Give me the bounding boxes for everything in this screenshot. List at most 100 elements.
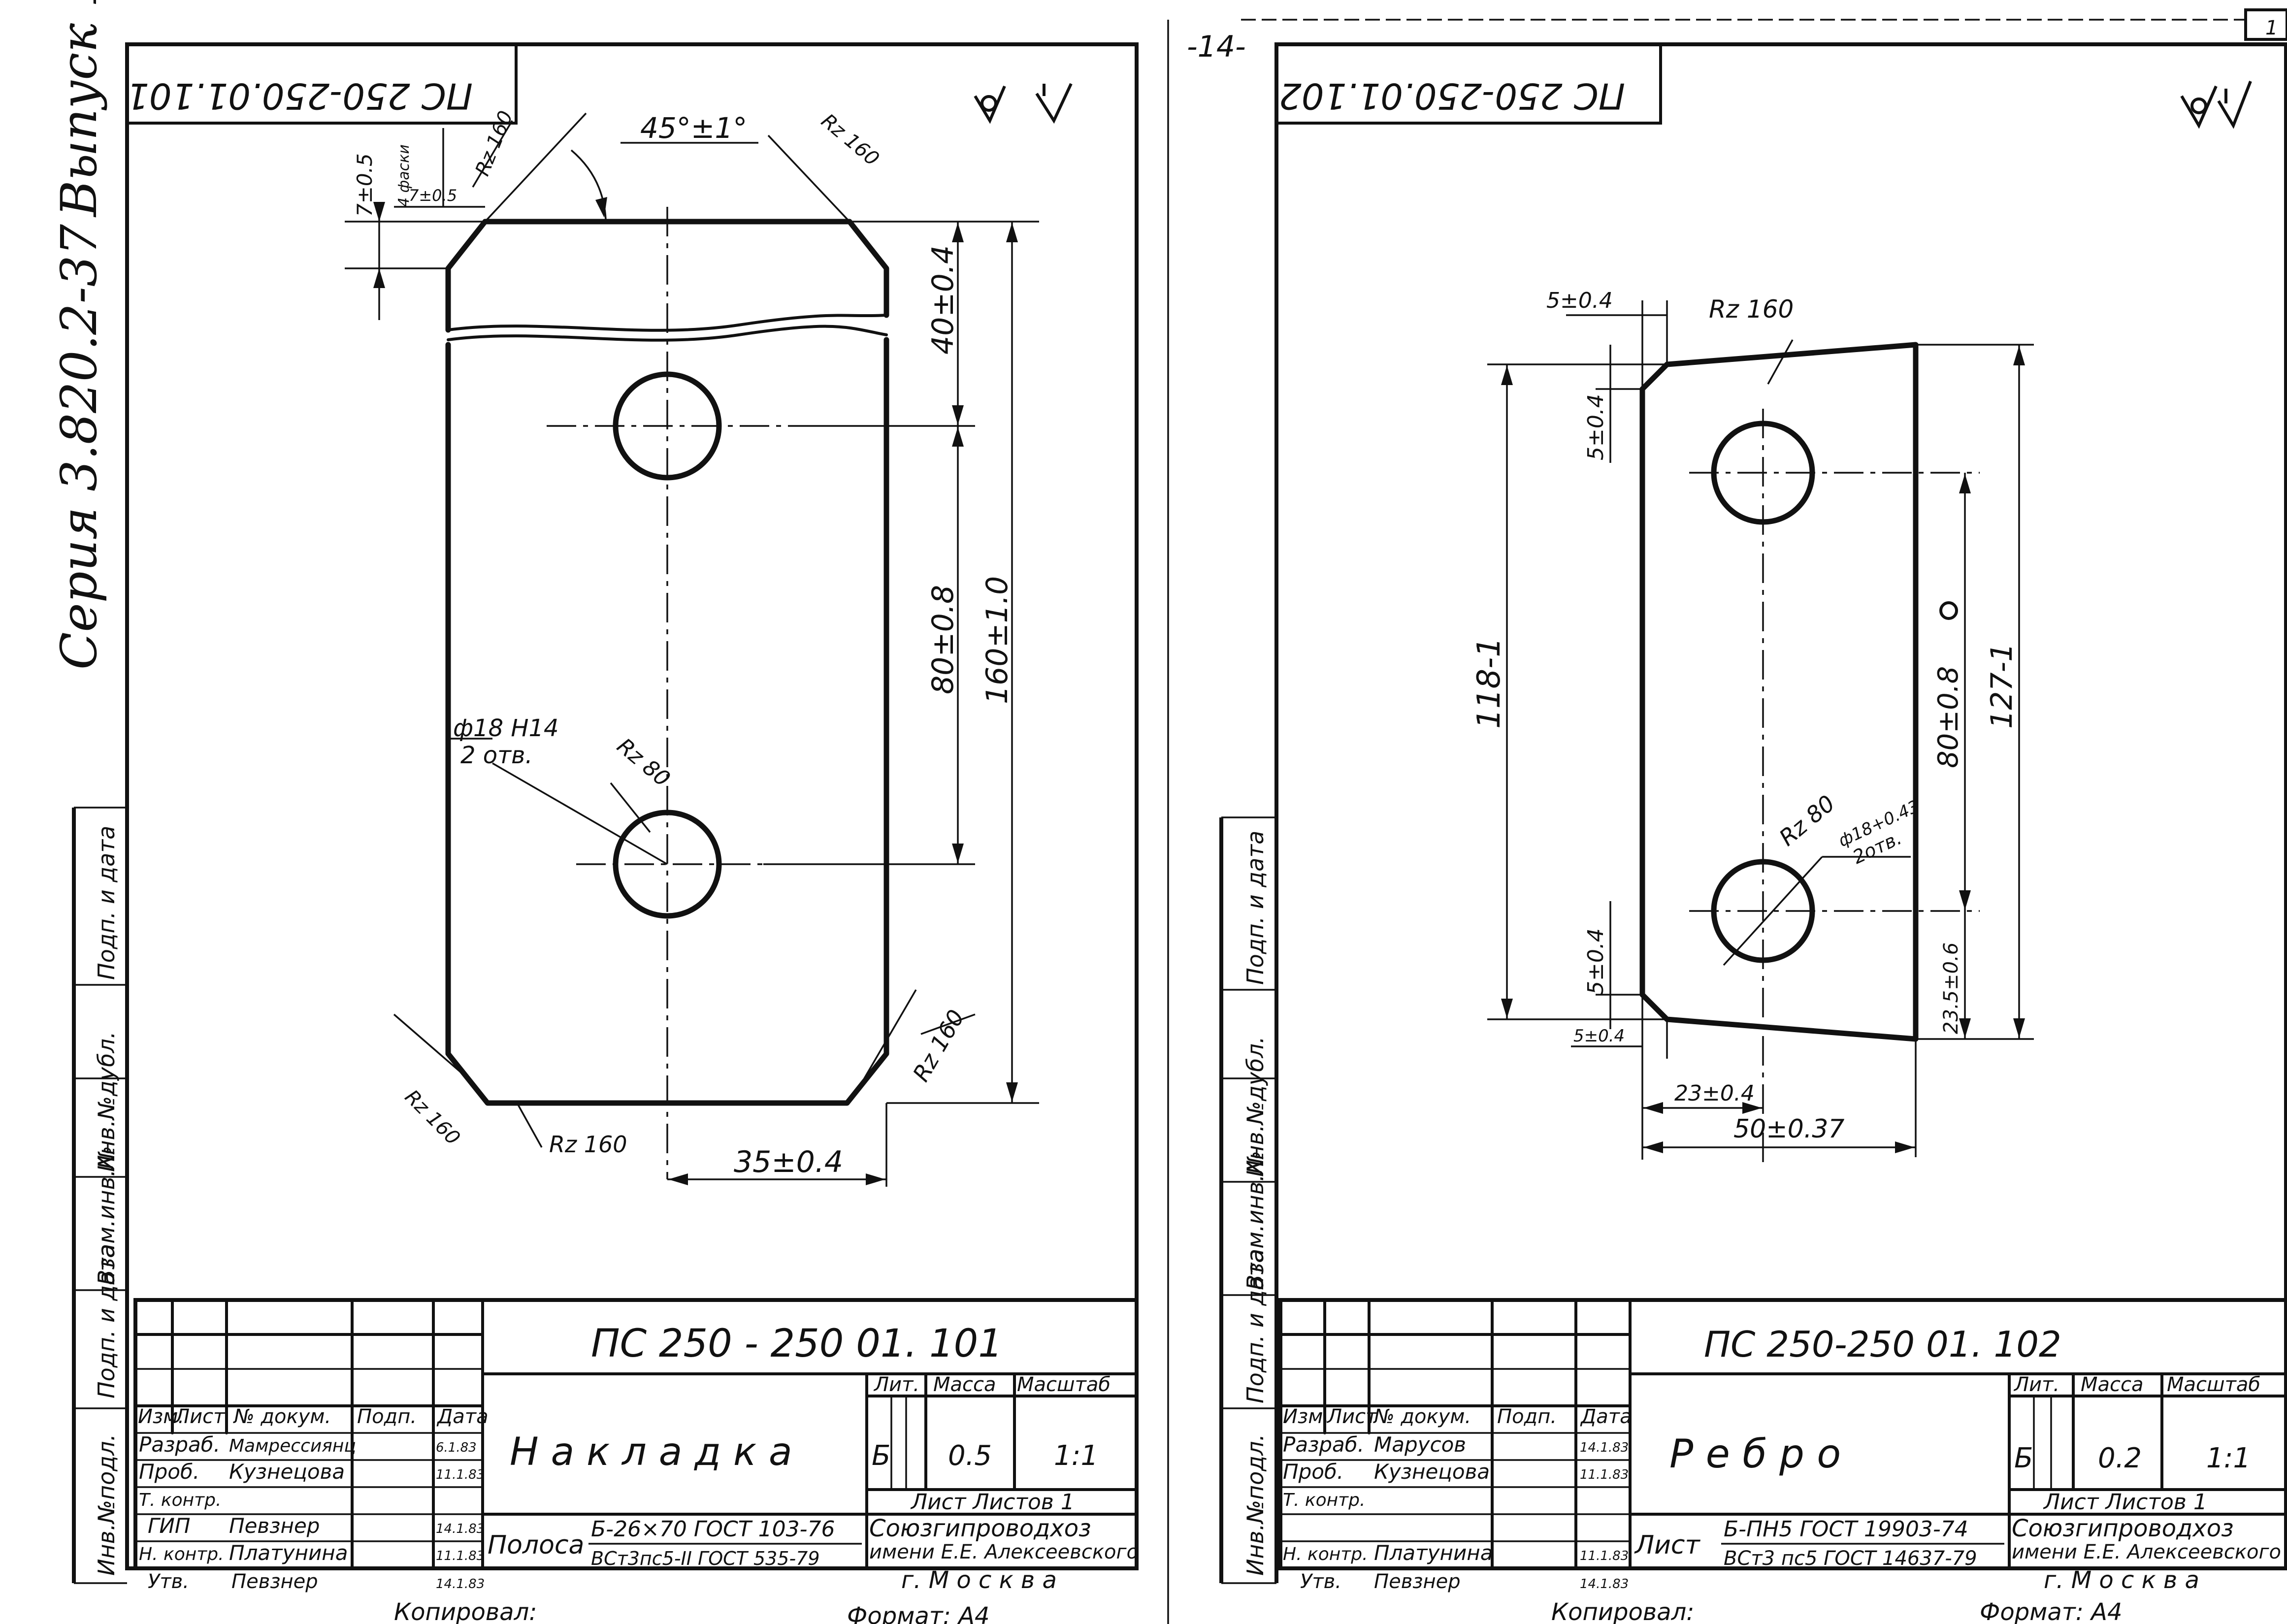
left-material-top: Б-26×70 ГОСТ 103-76 <box>591 1517 835 1542</box>
rib-arrows <box>1501 346 2025 1153</box>
field-inv-dubl: Инв.№дубл. <box>1242 1037 1269 1177</box>
right-org-2: имени Е.Е. Алексеевского <box>2012 1541 2281 1563</box>
dim-7b: 7±0.5 <box>409 186 457 205</box>
right-format: Формат: А4 <box>1980 1598 2123 1624</box>
right-row-utv-date: 14.1.83 <box>1580 1577 1629 1592</box>
left-scale: 1:1 <box>1054 1440 1098 1472</box>
field-podp-data-2: Подп. и дата <box>93 826 120 980</box>
rz-bottom-right: Rz 160 <box>908 1005 970 1086</box>
left-row-utv-date: 14.1.83 <box>436 1577 485 1592</box>
row-role: Разраб. <box>1283 1432 1364 1457</box>
dim-23: 23±0.4 <box>1674 1081 1755 1106</box>
left-title-block <box>133 1298 1139 1570</box>
left-row-utv-name: Певзнер <box>231 1570 318 1593</box>
right-org-3: г. М о с к в а <box>2044 1566 2199 1594</box>
right-mass: 0.2 <box>2098 1442 2142 1474</box>
row-date: 11.1.83 <box>436 1549 485 1563</box>
rz-hole: Rz 80 <box>612 733 675 792</box>
dim-5-bottom: 5±0.4 <box>1573 1026 1625 1046</box>
right-drawing-code: ПС 250-250 01. 102 <box>1704 1324 2061 1365</box>
row-date: 14.1.83 <box>1580 1440 1629 1455</box>
right-row-utv-name: Певзнер <box>1374 1570 1461 1593</box>
right-title-headers: Изм. Лист № докум. Подп. Дата <box>1283 1405 1632 1428</box>
left-sheet-row: Лист Листов 1 <box>910 1490 1075 1515</box>
dim-angle: 45°±1° <box>640 111 747 145</box>
plate-dimension-texts: 45°±1° 7±0.5 4 фаски 7±0.5 Rz 160 Rz 160… <box>353 108 1014 1179</box>
plate-dimension-lines <box>345 112 1039 1187</box>
rz-bottom: Rz 160 <box>549 1131 627 1158</box>
left-row-utv: Утв. <box>148 1570 189 1593</box>
dim-5-top: 5±0.4 <box>1546 288 1613 313</box>
hdr-list: Лист <box>1326 1405 1378 1428</box>
row-role: Н. контр. <box>1283 1544 1368 1564</box>
row-name: Марусов <box>1374 1432 1466 1457</box>
dim-118: 118-1 <box>1471 637 1507 729</box>
left-scale-header: Масштаб <box>1017 1373 1111 1396</box>
row-role: Н. контр. <box>139 1544 224 1564</box>
right-scale-header: Масштаб <box>2167 1373 2260 1396</box>
page-number: -14- <box>1187 30 1246 64</box>
right-sheet-row: Лист Листов 1 <box>2043 1490 2207 1515</box>
row-name: Певзнер <box>229 1514 320 1538</box>
left-title-rows: Разраб. Мамрессиянц 6.1.83 Проб. Кузнецо… <box>139 1432 485 1565</box>
row-name: Кузнецова <box>229 1460 345 1484</box>
row-role: Проб. <box>1283 1460 1343 1484</box>
right-roughness-mark <box>2180 80 2252 129</box>
right-title-rows: Разраб. Марусов 14.1.83 Проб. Кузнецова … <box>1283 1432 1629 1565</box>
plate-arrows <box>373 197 1018 1185</box>
left-mass-header: Масса <box>933 1373 996 1396</box>
hdr-list: Лист <box>174 1405 226 1428</box>
left-lit-header: Лит. <box>873 1373 919 1396</box>
left-roughness-mark <box>974 83 1073 124</box>
left-part-name: Н а к л а д к а <box>510 1430 792 1474</box>
row-name: Кузнецова <box>1374 1460 1490 1484</box>
plate-hole-bottom <box>613 810 722 919</box>
right-mirror-code: ПС 250-250.01.102 <box>1279 75 1625 117</box>
row-name: Мамрессиянц <box>229 1436 356 1456</box>
field-inv-dubl: Инв.№дубл. <box>93 1032 120 1172</box>
left-copied: Копировал: <box>394 1598 537 1624</box>
plate-hole-top <box>613 371 722 481</box>
hdr-izm: Изм. <box>1283 1405 1329 1428</box>
field-podp-data-1: Подп. и дата <box>1242 1249 1269 1403</box>
rib-hole-bottom <box>1711 859 1815 963</box>
hdr-dokum: № докум. <box>233 1405 331 1428</box>
rz-top: Rz 160 <box>1709 295 1794 324</box>
rib-hole-top <box>1711 421 1815 525</box>
field-podp-data-1: Подп. и дата <box>93 1244 120 1398</box>
left-org-1: Союзгипроводхоз <box>869 1515 1091 1542</box>
rib-dimension-texts: 5±0.4 Rz 160 5±0.4 118-1 80±0.8 127-1 Rz… <box>1471 288 2019 1144</box>
row-date: 14.1.83 <box>436 1522 485 1536</box>
dim-80: 80±0.8 <box>1932 666 1964 768</box>
left-vertical-fields: Инв.№подл. Подп. и дата Взам.инв.№ Инв.№… <box>93 826 120 1576</box>
dim-23-5: 23.5±0.6 <box>1940 942 1962 1034</box>
row-date: 11.1.83 <box>436 1467 485 1482</box>
dim-80: 80±0.8 <box>926 585 960 694</box>
row-name: Платунина <box>229 1541 348 1565</box>
right-row-utv: Утв. <box>1300 1570 1341 1593</box>
issue-label: Выпуск 11 <box>50 0 108 218</box>
rz-bottom-left: Rz 160 <box>400 1086 464 1150</box>
right-material-label: Лист <box>1634 1530 1700 1560</box>
right-lit-header: Лит. <box>2013 1373 2059 1396</box>
left-org-2: имени Е.Е. Алексеевского <box>869 1541 1139 1563</box>
left-material-label: Полоса <box>488 1530 584 1560</box>
rib-dimension-lines <box>1487 300 2034 1160</box>
left-drawing-code: ПС 250 - 250 01. 101 <box>591 1322 1003 1366</box>
dim-5-left: 5±0.4 <box>1583 394 1608 460</box>
field-podp-data-2: Подп. и дата <box>1242 831 1269 985</box>
dim-facet: 4 фаски <box>395 144 413 207</box>
plate-centerlines <box>547 207 788 1179</box>
rib-centerlines <box>1689 409 1980 1162</box>
hdr-data: Дата <box>436 1405 489 1428</box>
row-name: Платунина <box>1374 1541 1493 1565</box>
row-role: Т. контр. <box>1283 1490 1365 1510</box>
row-date: 6.1.83 <box>436 1440 477 1455</box>
dim-127: 127-1 <box>1985 643 2019 729</box>
dim-40: 40±0.4 <box>926 245 960 355</box>
field-vzam-inv: Взам.инв.№ <box>1242 1151 1269 1290</box>
right-lit: Б <box>2014 1442 2033 1474</box>
right-vertical-fields: Инв.№подл. Подп. и дата Взам.инв.№ Инв.№… <box>1242 831 1269 1576</box>
hdr-data: Дата <box>1580 1405 1632 1428</box>
